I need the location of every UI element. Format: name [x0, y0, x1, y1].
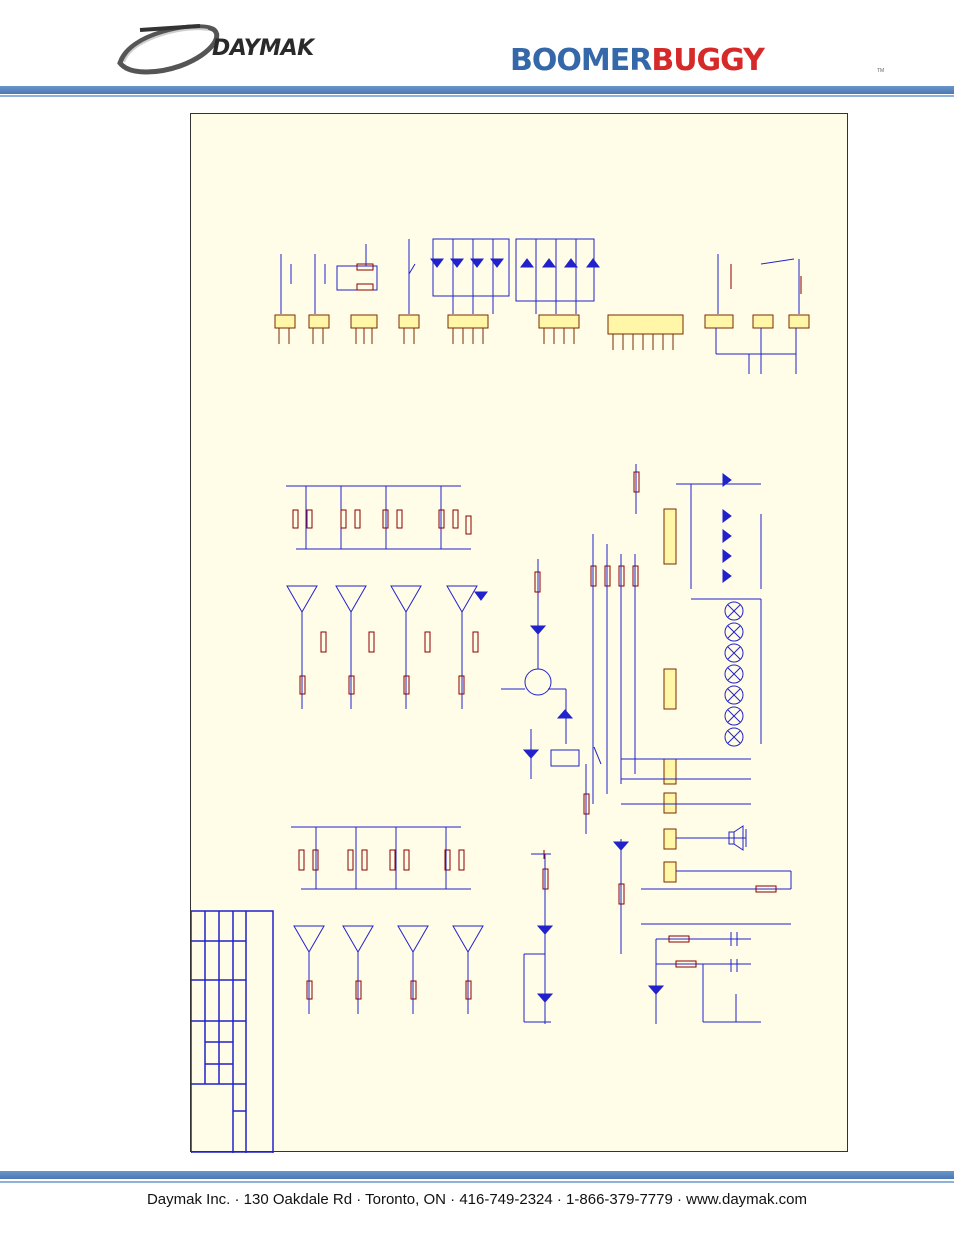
top-connector-row — [274, 254, 810, 335]
daymak-logo-text: DAYMAK — [212, 36, 314, 61]
company-contact-footer: Daymak Inc. · 130 Oakdale Rd · Toronto, … — [146, 1191, 808, 1208]
connector-pins — [278, 328, 674, 350]
comparator-block-lower — [291, 826, 484, 1014]
driver-circuit — [501, 559, 602, 834]
right-harness — [590, 464, 792, 1024]
daymak-swoosh-logo — [117, 24, 220, 75]
boomerbuggy-logo: BOOMERBUGGY — [510, 43, 765, 78]
brand-part-boomer: BOOMER — [510, 43, 652, 78]
title-block — [190, 910, 274, 1154]
indicator-leds — [722, 473, 732, 583]
footer-rule — [0, 1171, 954, 1179]
footer-rule-thin — [0, 1181, 954, 1183]
top-leds — [430, 258, 600, 268]
page-header: DAYMAK BOOMERBUGGY TM — [0, 0, 954, 100]
comparator-block-upper — [286, 485, 488, 709]
lower-center-circuit — [523, 850, 554, 1024]
header-rule — [0, 86, 954, 94]
trademark-mark: TM — [877, 68, 885, 74]
schematic-drawing — [190, 238, 810, 1154]
top-wires — [336, 238, 802, 374]
lamp-symbols — [724, 601, 744, 747]
header-rule-thin — [0, 95, 954, 97]
brand-part-buggy: BUGGY — [651, 43, 765, 78]
speaker-symbol — [728, 825, 744, 851]
wiring-schematic — [190, 113, 848, 1154]
